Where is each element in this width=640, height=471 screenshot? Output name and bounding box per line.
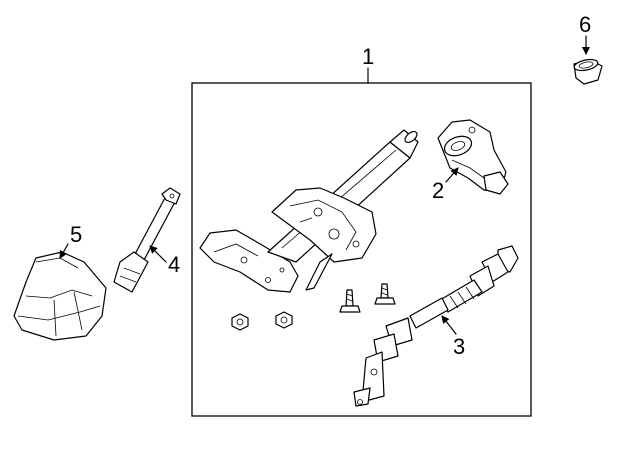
callout-4-label: 4: [168, 252, 180, 277]
callout-3-leader: [441, 315, 457, 335]
bolt-right: [374, 283, 396, 305]
intermediate-shaft: [353, 245, 519, 407]
nut-right: [275, 311, 293, 329]
bushing: [573, 58, 603, 85]
callout-6: 6: [579, 12, 591, 55]
callout-4: 4: [149, 245, 180, 277]
callout-2: 2: [432, 167, 459, 203]
callout-5: 5: [59, 222, 82, 259]
steering-column: [199, 129, 419, 293]
callout-6-label: 6: [579, 12, 591, 37]
callout-1-label: 1: [362, 44, 374, 69]
callout-2-leader: [445, 167, 459, 183]
switch-assembly: [437, 119, 509, 195]
column-shroud: [13, 251, 107, 341]
callout-5-label: 5: [70, 222, 82, 247]
callout-1: 1: [362, 44, 374, 84]
callout-4-leader: [149, 245, 167, 263]
callout-3-label: 3: [453, 334, 465, 359]
callout-2-label: 2: [432, 178, 444, 203]
bolt-left: [339, 289, 361, 313]
lock-cylinder: [113, 187, 181, 293]
assembly-frame: [191, 82, 532, 417]
callout-5-leader: [59, 243, 69, 259]
callout-3: 3: [441, 315, 465, 359]
nut-left: [231, 313, 249, 331]
